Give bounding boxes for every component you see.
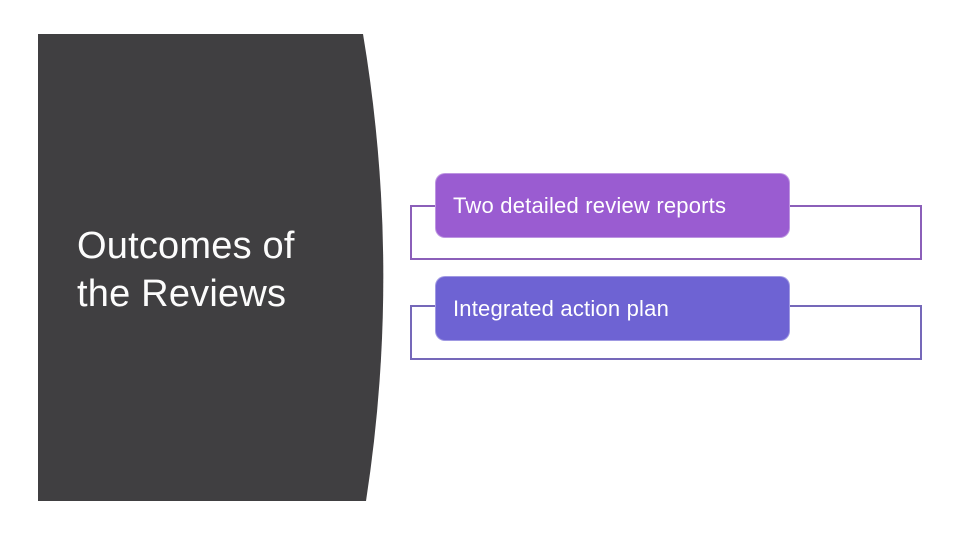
title-panel-path (38, 34, 384, 501)
slide-title: Outcomes of the Reviews (77, 222, 295, 318)
slide-title-line-2: the Reviews (77, 273, 287, 315)
item-2-box: Integrated action plan (435, 276, 790, 341)
item-1-label: Two detailed review reports (453, 192, 727, 218)
slide-title-line-1: Outcomes of (77, 225, 295, 267)
item-2-label: Integrated action plan (453, 295, 669, 321)
item-1-box: Two detailed review reports (435, 173, 790, 238)
